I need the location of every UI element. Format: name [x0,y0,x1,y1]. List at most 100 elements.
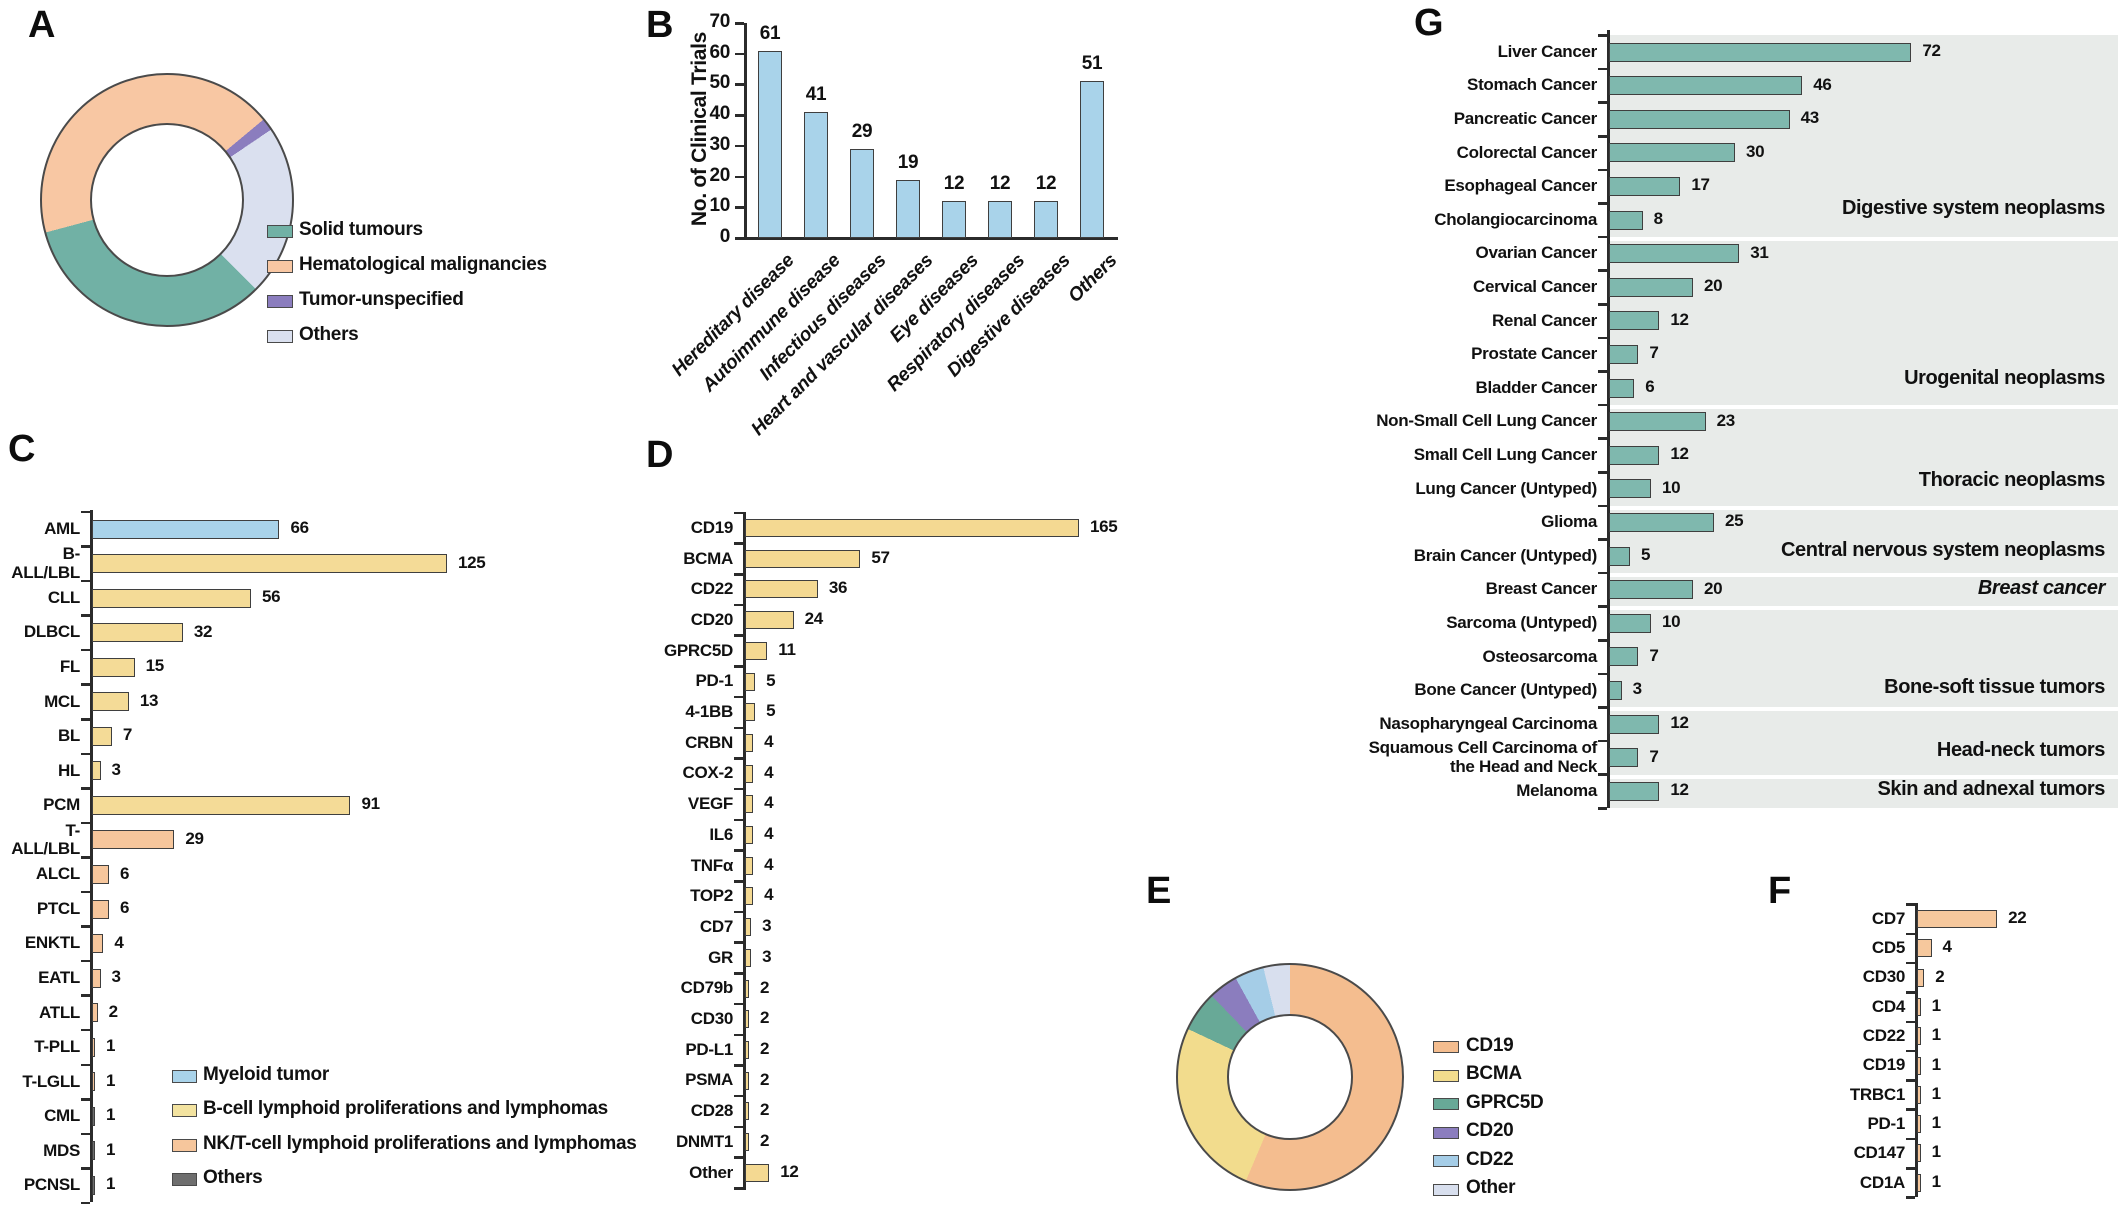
legend-label-cd19: CD19 [1466,1034,1514,1056]
bar-label-esophageal-cancer: Esophageal Cancer [1444,176,1597,196]
bar-value-il6: 4 [764,824,774,843]
bar-value-ptcl: 6 [120,898,130,918]
bar-others [1080,81,1104,238]
bar-other [745,1163,770,1182]
bar-cd22 [745,580,818,599]
bar-non-small-cell-lung-cancer [1609,412,1706,432]
bar-bcma [745,549,861,568]
axis-tick [81,890,90,894]
axis-tick [81,821,90,825]
group-label-central-nervous-system-neoplasms: Central nervous system neoplasms [1781,539,2105,561]
axis-tick [734,1187,743,1190]
axis-tick [1906,903,1915,906]
panel-g-letter: G [1414,2,1444,44]
bar-alcl [92,865,110,884]
bar-label-cd22: CD22 [1862,1026,1906,1045]
y-tick-label-50: 50 [709,72,730,94]
bar-label-mds: MDS [43,1140,80,1160]
axis-tick [1598,672,1607,676]
bar-prostate-cancer [1609,344,1639,364]
bar-respiratory-diseases [988,201,1012,238]
bar-label-sarcoma-untyped: Sarcoma (Untyped) [1446,613,1597,632]
bar-cml [92,1106,95,1126]
axis-tick [734,542,743,545]
bar-label-non-small-cell-lung-cancer: Non-Small Cell Lung Cancer [1376,411,1597,431]
bar-value-cd20: 24 [804,609,824,629]
bar-value-top2: 4 [764,885,774,905]
bar-cox-2 [745,764,754,783]
bar-bladder-cancer [1609,378,1635,398]
axis-tick [1598,706,1607,709]
bar-value-lung-cancer-untyped: 10 [1662,477,1681,497]
axis-tick [734,849,743,852]
y-tick-label-60: 60 [709,41,730,63]
bar-bone-cancer-untyped [1609,680,1622,700]
bar-value-crbn: 4 [764,731,774,751]
bar-label-crbn: CRBN [685,732,733,752]
legend-label-hematological-malignancies: Hematological malignancies [299,253,547,275]
axis-tick [1598,370,1607,373]
bar-label-bcma: BCMA [683,548,733,568]
y-axis-tick [735,114,744,117]
group-band-urogenital-neoplasms [1609,241,2118,405]
bar-cd7 [1917,910,1998,928]
axis-tick [1906,932,1915,936]
bar-value-t-lgll: 1 [106,1070,116,1090]
bar-value-cd4: 1 [1931,995,1941,1015]
bar-colorectal-cancer [1609,143,1735,163]
bar-value-pcm: 91 [361,794,380,814]
bar-value-infectious-diseases: 29 [851,120,873,142]
axis-tick [734,1094,743,1098]
axis-tick [1598,34,1607,37]
bar-top2 [745,887,754,906]
axis-tick [734,1125,743,1129]
bar-gr [745,948,752,967]
bar-label-cd30: CD30 [690,1009,734,1028]
bar-label-others: Others [1063,250,1121,307]
group-label-thoracic-neoplasms: Thoracic neoplasms [1918,469,2106,491]
axis-tick [734,787,743,791]
axis-tick [81,614,90,617]
group-band-head-neck-tumors [1609,711,2118,775]
bar-pd-1 [745,672,756,691]
axis-tick [734,757,743,760]
bar-trbc1 [1917,1085,1921,1104]
bar-eye-diseases [942,201,966,238]
bar-value-cd1a: 1 [1931,1171,1941,1191]
bar-atll [92,1003,98,1023]
bar-value-atll: 2 [108,1001,118,1021]
axis-tick [1906,1020,1915,1024]
y-tick-label-70: 70 [709,11,730,33]
bar-liver-cancer [1609,42,1912,62]
donut-hole-e [1227,1014,1353,1140]
bar-label-eatl: EATL [38,967,80,987]
bar-value-breast-cancer: 20 [1704,578,1723,598]
bar-label-bl: BL [57,726,80,746]
axis-tick [81,1063,90,1067]
bar-label-colorectal-cancer: Colorectal Cancer [1456,142,1598,162]
axis-tick [1906,1079,1915,1082]
axis-tick [81,994,90,997]
axis-tick [1598,773,1607,776]
axis-tick [1598,269,1607,272]
bar-cd22 [1917,1027,1921,1046]
bar-pd-l1 [745,1040,750,1059]
bar-label-cd30: CD30 [1862,967,1906,987]
bar-label-cd19: CD19 [1862,1055,1906,1075]
bar-digestive-diseases [1034,201,1058,238]
axis-tick [734,1033,743,1037]
bar-label-glioma: Glioma [1541,512,1597,532]
group-band-breast-cancer [1609,577,2118,606]
bar-label-atll: ATLL [39,1002,80,1022]
y-axis-line-d [743,512,746,1190]
axis-tick [81,510,90,514]
bar-value-cd22: 1 [1931,1025,1941,1045]
axis-tick [734,941,743,944]
group-label-digestive-system-neoplasms: Digestive system neoplasms [1841,197,2105,219]
bar-value-bl: 7 [122,725,133,745]
bar-value-pancreatic-cancer: 43 [1800,108,1820,128]
legend-label-nk-t-cell-lymphoid-proliferations-and-lymphomas: NK/T-cell lymphoid proliferations and ly… [203,1132,637,1154]
bar-infectious-diseases [850,148,874,238]
bar-value-cd30: 2 [1935,966,1945,986]
axis-tick [734,603,743,607]
